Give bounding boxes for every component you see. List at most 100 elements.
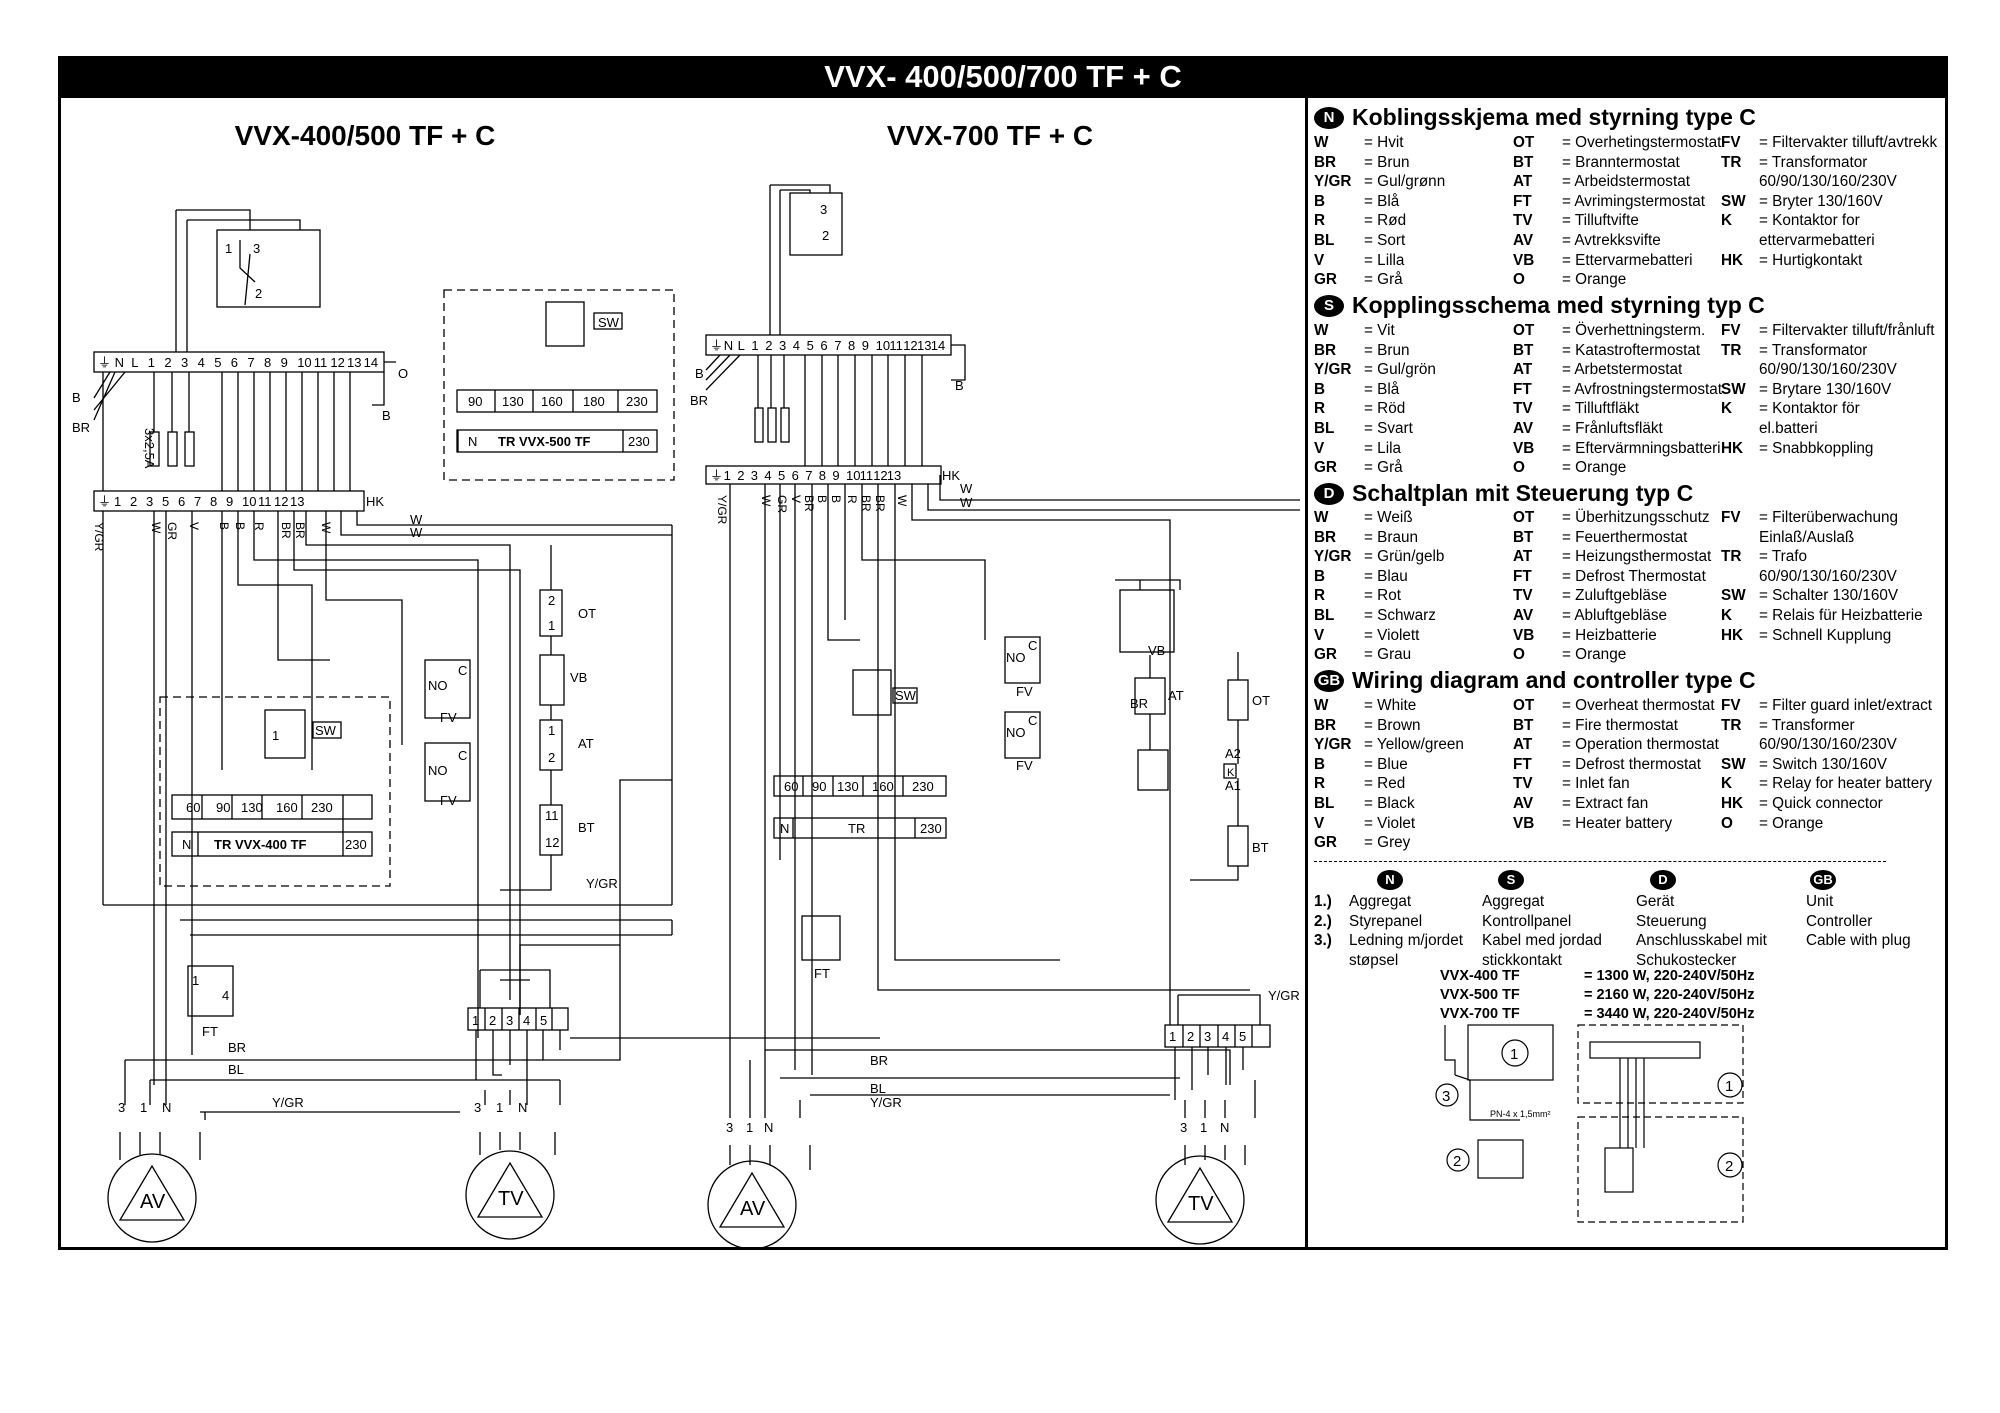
legend-meaning: = Lilla (1364, 251, 1405, 269)
relay-k-2 (1137, 749, 1169, 791)
terminal-label: 4 (764, 468, 771, 483)
terminal-label: 7 (834, 338, 841, 353)
legend-meaning: = Relay for heater battery (1759, 775, 1933, 793)
legend-meaning: = Fire thermostat (1562, 716, 1679, 734)
legend-code: O (1513, 646, 1525, 664)
legend-code: FV (1721, 509, 1741, 526)
wire-br-bottom-1: BR (228, 1040, 246, 1055)
legend-code: K (1721, 775, 1733, 793)
terminal-label: 10 (242, 494, 256, 509)
legend-meaning: = Filter guard inlet/extract (1759, 697, 1933, 714)
controller-plug (1604, 1147, 1634, 1193)
motor-tv-label-2: TV (1188, 1193, 1214, 1215)
motor-av-1 (107, 1153, 197, 1243)
terminal-label: 12 (274, 494, 288, 509)
legend-meaning: = Rød (1364, 212, 1407, 230)
legend-code: TV (1513, 775, 1533, 793)
legend-code: TR (1721, 341, 1742, 359)
col-n-item-1: Aggregat (1349, 893, 1412, 910)
motor-av-label-2: AV (740, 1198, 766, 1220)
legend-meaning: = Avrimingstermostat (1562, 192, 1705, 210)
avtv-relay-box (1119, 589, 1175, 653)
legend-meaning: = Kontaktor för (1759, 400, 1860, 418)
motor-av-label-1: AV (140, 1191, 166, 1213)
badge-d: D (1314, 482, 1344, 505)
legend-meaning: = Relais für Heizbatterie (1759, 607, 1923, 624)
bt2-label: BT (1252, 840, 1269, 855)
tr700-label-strip (773, 817, 947, 839)
legend-meaning: = Operation thermostat (1562, 736, 1719, 754)
legend-section-s-title: S Kopplingsschema med styrning typ C (1314, 292, 1765, 319)
legend-meaning: = Transformator (1759, 341, 1868, 359)
col-n-item-4: støpsel (1349, 951, 1399, 969)
tr400-tap-strip (171, 794, 373, 820)
fv-switch-1b (424, 742, 471, 802)
terminal-label: 14 (931, 338, 945, 353)
ft-top2-pin-3: 3 (820, 202, 827, 217)
legend-code: R (1314, 775, 1326, 793)
legend-meaning: = Hvit (1364, 134, 1404, 151)
col-gb-item-2: Controller (1806, 912, 1873, 930)
tr700-label: TR (848, 821, 865, 836)
tr700-tap-230: 230 (912, 779, 934, 794)
tr500-n: N (468, 434, 477, 449)
legend-code: SW (1721, 192, 1746, 210)
legend-meaning: = Snabbkoppling (1759, 439, 1874, 457)
col-badge-gb: GB (1810, 870, 1836, 890)
terminal-label: 1 (148, 355, 155, 370)
legend-code: B (1314, 755, 1326, 773)
power-model-500: VVX-500 TF (1440, 987, 1520, 1003)
mt2-5: 5 (1239, 1029, 1246, 1044)
legend-section-n-title: N Koblingsskjema med styrning type C (1314, 104, 1756, 131)
legend-meaning: = Black (1364, 795, 1415, 812)
legend-meaning: = Orange (1759, 814, 1824, 832)
ot2-label: OT (1252, 693, 1270, 708)
legend-code: OT (1513, 509, 1535, 526)
tr400-tap-230: 230 (311, 800, 333, 815)
wire-br-2-1: BR (690, 393, 708, 408)
fv4-c: C (1028, 713, 1037, 728)
legend-meaning: = Filtervakter tilluft/frånluft (1759, 322, 1935, 339)
panel-divider (1305, 98, 1308, 1250)
tr500-tap-180: 180 (583, 394, 605, 409)
terminal-label: 9 (832, 468, 839, 483)
legend-code: V (1314, 439, 1325, 457)
tv-pin-3: 3 (474, 1100, 481, 1115)
diagram-2-wiring (570, 184, 1300, 1250)
legend-meaning: 60/90/130/160/230V (1759, 736, 1897, 754)
fv-switch-1a (424, 659, 471, 719)
wire-code-label: BR (873, 495, 887, 512)
legend-code: Y/GR (1314, 361, 1352, 379)
legend-meaning: = Extract fan (1562, 795, 1649, 812)
ft-switch-top-1 (216, 229, 321, 308)
ft-switch-top-2 (789, 192, 843, 256)
sw2-label: SW (598, 315, 620, 330)
legend-code: AT (1513, 361, 1533, 379)
legend-meaning: = Bryter 130/160V (1759, 192, 1883, 210)
terminal-label: 12 (330, 355, 344, 370)
dashed-box-tr400 (159, 696, 391, 887)
terminal-label: 11 (258, 494, 272, 509)
legend-code: W (1314, 697, 1329, 714)
tr500-label: TR VVX-500 TF (498, 434, 591, 449)
wire-ygr-1-3: Y/GR (586, 876, 618, 891)
fuse-2-2 (767, 407, 777, 443)
controller-box-2 (1577, 1116, 1744, 1223)
terminal-label: 9 (281, 355, 288, 370)
legend-meaning: = Schalter 130/160V (1759, 587, 1899, 605)
fv3-label: FV (1016, 684, 1033, 699)
legend-panel: N Koblingsskjema med styrning type C W = … (1314, 102, 1944, 1242)
terminal-label: 6 (820, 338, 827, 353)
col-badge-s: S (1498, 870, 1524, 890)
tr700-tap-strip (773, 775, 947, 797)
col-n-item-2: Styrepanel (1349, 912, 1423, 930)
terminal-label: 13 (290, 494, 304, 509)
terminal-label: L (131, 355, 138, 370)
power-model-400: VVX-400 TF (1440, 968, 1520, 984)
tv2-pin-3: 3 (1180, 1120, 1187, 1135)
legend-meaning: = Braun (1364, 528, 1419, 546)
legend-meaning: = Zuluftgebläse (1562, 587, 1668, 605)
legend-meaning: = Orange (1562, 646, 1627, 664)
legend-meaning: = Eftervärmningsbatteri (1562, 439, 1721, 457)
wire-br-2-3: BR (1130, 696, 1148, 711)
